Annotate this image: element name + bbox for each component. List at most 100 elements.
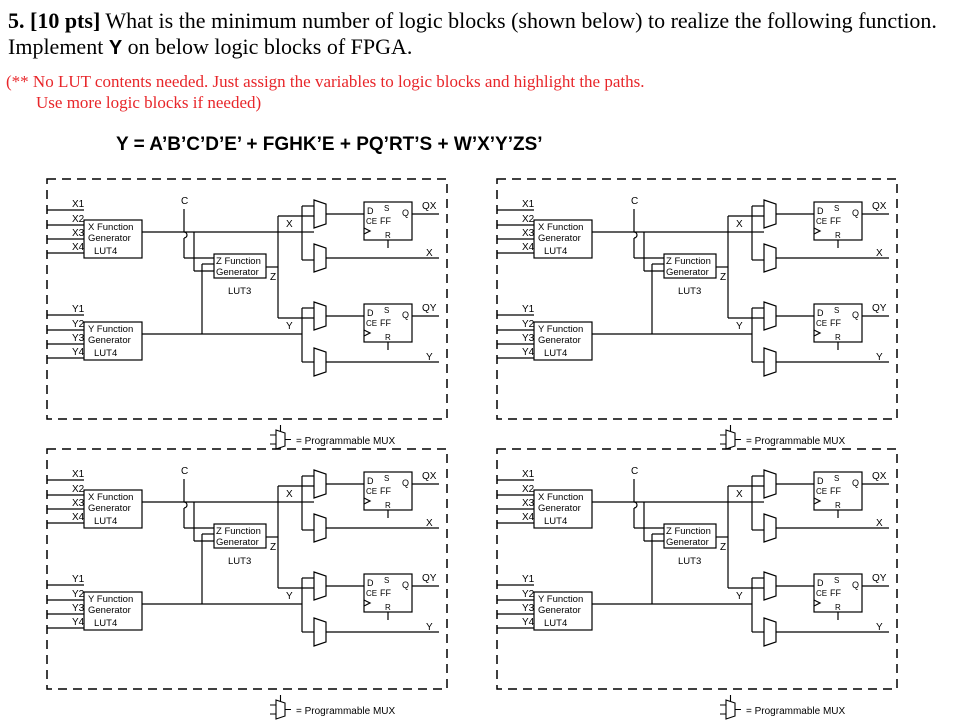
y-gen-lut: LUT4 [544,348,567,359]
svg-text:R: R [835,231,841,240]
mux-y-out [313,617,327,647]
mux-qy-data [313,301,327,331]
y-gen-lut: LUT4 [94,618,117,629]
svg-text:R: R [835,603,841,612]
svg-text:S: S [384,306,389,315]
svg-text:S: S [834,204,839,213]
y-gen-subtitle: Generator [88,605,131,616]
z-signal-label: Z [270,542,276,553]
z-signal-label: Z [720,542,726,553]
y-output-label: Y [876,622,883,633]
y1-label: Y1 [522,574,535,585]
z-gen-title: Z Function [216,256,261,267]
svg-text:R: R [835,501,841,510]
qy-output-label: QY [872,573,887,584]
svg-text:CE: CE [816,319,827,328]
x1-label: X1 [72,199,85,210]
y-gen-title: Y Function [538,594,583,605]
y-gen-subtitle: Generator [88,335,131,346]
y-gen-title: Y Function [538,324,583,335]
y4-label: Y4 [72,347,85,358]
ff-x-pins: D S Q CE FF R [816,474,859,510]
mux-qx-data [763,199,777,229]
svg-text:D: D [367,578,374,588]
svg-text:D: D [367,476,374,486]
x-gen-lut: LUT4 [544,516,567,527]
y-function-generator [83,591,143,631]
x2-label: X2 [72,484,85,495]
z-function-generator [663,523,717,549]
z-gen-title: Z Function [666,256,711,267]
x3-label: X3 [522,498,535,509]
y1-label: Y1 [72,304,85,315]
x-signal-label: X [736,489,743,500]
svg-text:FF: FF [380,588,391,598]
x4-label: X4 [72,512,85,523]
y3-label: Y3 [522,333,535,344]
y1-label: Y1 [72,574,85,585]
svg-text:CE: CE [816,487,827,496]
ff-y-pins: D S Q CE FF R [366,306,409,342]
x1-label: X1 [522,469,535,480]
mux-legend-text: = Programmable MUX [296,706,396,717]
mux-qy-data [763,301,777,331]
svg-text:Q: Q [852,478,859,488]
x-output-label: X [876,518,883,529]
svg-text:FF: FF [830,216,841,226]
y2-label: Y2 [522,589,535,600]
logic-block-bottom-right: X1 X2 X3 X4 Y1 Y2 Y3 Y4 X Function Gener… [496,448,898,720]
svg-text:CE: CE [366,217,377,226]
y-gen-title: Y Function [88,324,133,335]
y-output-label: Y [426,352,433,363]
x-output-label: X [426,248,433,259]
x3-label: X3 [522,228,535,239]
mux-legend-icon [720,425,741,450]
y2-label: Y2 [72,319,85,330]
y1-label: Y1 [522,304,535,315]
c-signal-label: C [181,196,188,207]
y3-label: Y3 [522,603,535,614]
x-gen-title: X Function [538,492,583,503]
x1-label: X1 [522,199,535,210]
x2-label: X2 [522,214,535,225]
z-gen-subtitle: Generator [666,267,709,278]
svg-text:Q: Q [402,478,409,488]
svg-text:Q: Q [852,208,859,218]
x-signal-label: X [736,219,743,230]
z-gen-lut: LUT3 [678,556,701,567]
x3-label: X3 [72,498,85,509]
x-gen-subtitle: Generator [88,233,131,244]
y-function-generator [83,321,143,361]
y3-label: Y3 [72,333,85,344]
z-gen-lut: LUT3 [678,286,701,297]
x-signal-label: X [286,489,293,500]
qx-output-label: QX [422,201,437,212]
x-gen-lut: LUT4 [94,516,117,527]
y4-label: Y4 [522,347,535,358]
svg-text:CE: CE [366,487,377,496]
y-function-generator [533,591,593,631]
y-gen-subtitle: Generator [538,605,581,616]
x1-label: X1 [72,469,85,480]
x-function-generator [533,219,593,259]
svg-text:FF: FF [830,318,841,328]
block-boundary [496,448,898,690]
y-gen-title: Y Function [88,594,133,605]
x3-label: X3 [72,228,85,239]
x2-label: X2 [522,484,535,495]
z-function-generator [213,253,267,279]
mux-x-out [313,513,327,543]
svg-text:FF: FF [380,216,391,226]
x-gen-subtitle: Generator [538,503,581,514]
mux-x-out [313,243,327,273]
block-boundary [46,448,448,690]
mux-legend-icon [720,695,741,720]
svg-text:CE: CE [816,217,827,226]
z-gen-title: Z Function [666,526,711,537]
question-text: 5. [10 pts] What is the minimum number o… [8,8,963,61]
y-gen-subtitle: Generator [538,335,581,346]
z-gen-subtitle: Generator [666,537,709,548]
logic-block-top-right: X1 X2 X3 X4 Y1 Y2 Y3 Y4 X Function Gener… [496,178,898,450]
question-text-part1: What is the minimum number of logic bloc… [8,8,937,59]
mux-y-out [763,347,777,377]
